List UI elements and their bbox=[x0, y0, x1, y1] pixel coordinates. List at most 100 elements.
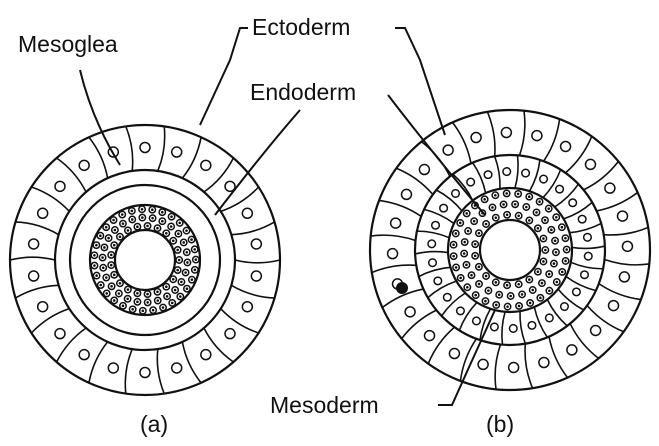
cell-dot bbox=[548, 289, 551, 292]
cell-dot bbox=[113, 244, 116, 247]
cell-nucleus bbox=[528, 322, 536, 330]
cell-dot bbox=[555, 251, 558, 254]
cell-dot bbox=[156, 291, 159, 294]
cell-nucleus bbox=[444, 293, 452, 301]
cell-dot bbox=[564, 237, 567, 240]
cell-dot bbox=[555, 281, 558, 284]
cell-nucleus bbox=[140, 143, 150, 153]
cell-dot bbox=[136, 225, 139, 228]
cell-dot bbox=[495, 304, 498, 307]
diagram-b-gut-cavity bbox=[480, 220, 540, 280]
cell-wall bbox=[597, 192, 638, 210]
diagram-a-endoderm-layer bbox=[91, 206, 199, 314]
cell-nucleus bbox=[172, 363, 182, 373]
cell-dot bbox=[561, 226, 564, 229]
cell-dot bbox=[162, 306, 165, 309]
cell-dot bbox=[176, 249, 179, 252]
cell-nucleus bbox=[29, 239, 39, 249]
cell-nucleus bbox=[578, 215, 586, 223]
cell-dot bbox=[537, 227, 540, 230]
cell-wall bbox=[571, 262, 603, 269]
cell-dot bbox=[564, 260, 567, 263]
cell-dot bbox=[152, 309, 155, 312]
cell-wall bbox=[570, 223, 602, 232]
cell-nucleus bbox=[467, 178, 475, 186]
caption-b: (b) bbox=[486, 411, 514, 437]
cell-dot bbox=[474, 255, 477, 258]
cell-dot bbox=[171, 302, 174, 305]
cell-dot bbox=[170, 225, 173, 228]
diagram-a-ectoderm-inner-boundary bbox=[55, 170, 235, 350]
cell-dot bbox=[95, 244, 98, 247]
cell-dot bbox=[110, 254, 113, 257]
cell-dot bbox=[179, 295, 182, 298]
cell-wall bbox=[182, 137, 201, 178]
cell-dot bbox=[478, 266, 481, 269]
cell-dot bbox=[114, 229, 117, 232]
cell-dot bbox=[151, 217, 154, 220]
cell-dot bbox=[195, 258, 198, 261]
cell-wall bbox=[417, 231, 449, 238]
cell-dot bbox=[455, 266, 458, 269]
cell-nucleus bbox=[491, 323, 499, 331]
cell-dot bbox=[166, 295, 169, 298]
cell-nucleus bbox=[556, 185, 564, 193]
cell-dot bbox=[142, 309, 145, 312]
cell-dot bbox=[495, 216, 498, 219]
cell-dot bbox=[122, 305, 125, 308]
cell-dot bbox=[544, 249, 547, 252]
cell-dot bbox=[103, 246, 106, 249]
cell-dot bbox=[525, 206, 528, 209]
cell-dot bbox=[487, 289, 490, 292]
cell-dot bbox=[131, 218, 134, 221]
cell-wall bbox=[235, 260, 280, 263]
diagram-b-ectoderm-layer bbox=[371, 111, 650, 390]
cell-nucleus bbox=[622, 241, 632, 251]
cell-dot bbox=[105, 226, 108, 229]
cell-wall bbox=[379, 200, 421, 216]
cell-nucleus bbox=[567, 345, 577, 355]
cell-nucleus bbox=[55, 329, 65, 339]
cell-dot bbox=[99, 284, 102, 287]
cell-dot bbox=[118, 292, 121, 295]
cell-dot bbox=[474, 243, 477, 246]
cell-wall bbox=[415, 252, 448, 254]
ectoderm-leader-a bbox=[200, 28, 248, 125]
cell-dot bbox=[553, 262, 556, 265]
cell-dot bbox=[182, 241, 185, 244]
cell-nucleus bbox=[539, 358, 549, 368]
cell-nucleus bbox=[591, 325, 601, 335]
cell-dot bbox=[485, 275, 488, 278]
cell-wall bbox=[530, 160, 540, 191]
cell-wall bbox=[125, 349, 132, 394]
cell-dot bbox=[146, 293, 149, 296]
cell-dot bbox=[539, 297, 542, 300]
cell-dot bbox=[127, 288, 130, 291]
cell-dot bbox=[176, 269, 179, 272]
diagram-a-gut-cavity bbox=[115, 230, 175, 290]
cell-dot bbox=[121, 213, 124, 216]
cell-dot bbox=[174, 289, 177, 292]
cell-dot bbox=[186, 287, 189, 290]
cell-nucleus bbox=[419, 165, 429, 175]
cell-dot bbox=[172, 239, 175, 242]
cell-dot bbox=[178, 259, 181, 262]
cell-dot bbox=[467, 230, 470, 233]
cell-dot bbox=[544, 219, 547, 222]
cell-dot bbox=[474, 294, 477, 297]
cell-nucleus bbox=[251, 239, 261, 249]
cell-nucleus bbox=[388, 249, 398, 259]
cell-wall bbox=[520, 311, 525, 344]
cell-dot bbox=[126, 297, 129, 300]
cell-dot bbox=[105, 276, 108, 279]
cell-nucleus bbox=[440, 204, 448, 212]
cell-nucleus bbox=[540, 175, 548, 183]
cell-dot bbox=[178, 222, 181, 225]
cell-nucleus bbox=[434, 277, 442, 285]
cell-wall bbox=[487, 112, 495, 156]
diagram-a-outer-boundary bbox=[10, 125, 280, 395]
cell-nucleus bbox=[509, 325, 517, 333]
cell-nucleus bbox=[29, 271, 39, 281]
cell-dot bbox=[495, 281, 498, 284]
cell-dot bbox=[555, 216, 558, 219]
